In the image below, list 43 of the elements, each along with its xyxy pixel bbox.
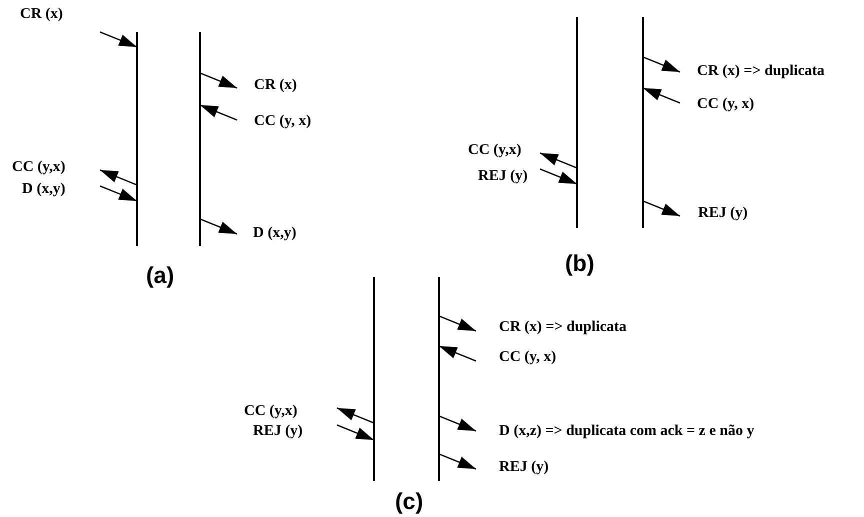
arrow bbox=[100, 185, 138, 202]
message-label: D (x,y) bbox=[253, 225, 296, 242]
message-label: CR (x) => duplicata bbox=[499, 319, 627, 336]
arrow bbox=[200, 72, 238, 89]
message-label: REJ (y) bbox=[478, 168, 528, 185]
message-label: CR (x) => duplicata bbox=[697, 63, 825, 80]
message-label: CR (x) bbox=[254, 77, 297, 94]
timeline bbox=[199, 32, 201, 246]
arrow bbox=[642, 56, 680, 73]
arrow bbox=[336, 407, 374, 424]
timeline bbox=[576, 17, 578, 228]
message-label: CC (y,x) bbox=[468, 142, 522, 159]
arrow bbox=[100, 169, 138, 186]
message-label: D (x,y) bbox=[22, 181, 66, 198]
panel-caption: (b) bbox=[565, 250, 594, 276]
arrow bbox=[336, 424, 374, 441]
message-label: CR (x) bbox=[20, 6, 63, 23]
arrow bbox=[540, 152, 578, 169]
arrow bbox=[100, 31, 138, 48]
arrow bbox=[200, 104, 238, 121]
arrow bbox=[642, 87, 680, 104]
message-label: CC (y, x) bbox=[254, 113, 312, 130]
message-label: D (x,z) => duplicata com ack = z e não y bbox=[499, 423, 754, 440]
arrow bbox=[438, 345, 476, 362]
timeline bbox=[642, 17, 644, 228]
message-label: CC (y, x) bbox=[697, 96, 754, 113]
message-label: REJ (y) bbox=[499, 459, 549, 476]
arrow bbox=[200, 218, 238, 235]
message-label: CC (y,x) bbox=[12, 159, 66, 176]
arrow bbox=[438, 415, 476, 432]
message-label: REJ (y) bbox=[253, 423, 303, 440]
panel-caption: (c) bbox=[395, 488, 424, 514]
timeline bbox=[373, 277, 375, 481]
arrow bbox=[540, 168, 578, 185]
timeline bbox=[438, 277, 440, 481]
message-label: CC (y, x) bbox=[499, 349, 556, 366]
arrow bbox=[438, 453, 476, 470]
message-label: REJ (y) bbox=[698, 205, 748, 222]
message-label: CC (y,x) bbox=[244, 403, 298, 420]
panel-caption: (a) bbox=[146, 262, 174, 288]
timeline bbox=[136, 32, 138, 246]
arrow bbox=[642, 200, 680, 217]
arrow bbox=[438, 315, 476, 332]
